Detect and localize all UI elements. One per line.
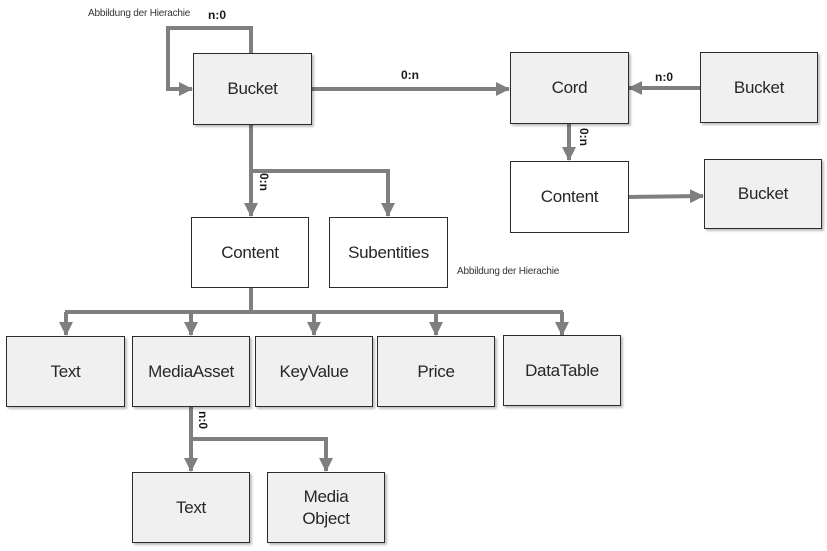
- node-text-child-label: Text: [176, 497, 206, 517]
- node-data-table[interactable]: DataTable: [503, 335, 621, 406]
- node-subentities[interactable]: Subentities: [329, 217, 448, 288]
- node-content-right[interactable]: Content: [510, 161, 629, 233]
- node-price[interactable]: Price: [377, 336, 495, 407]
- node-data-table-label: DataTable: [525, 360, 599, 380]
- node-media-object[interactable]: Media Object: [267, 472, 385, 543]
- edge-label-bucket-cord: 0:n: [401, 68, 419, 82]
- node-text-child[interactable]: Text: [132, 472, 250, 543]
- node-price-label: Price: [417, 361, 455, 381]
- edge-label-bucket-content: 0:n: [257, 173, 271, 191]
- edge-mediaasset-to-mediaobject: [191, 437, 333, 472]
- node-media-object-label-line2: Object: [302, 508, 350, 528]
- node-content-main[interactable]: Content: [191, 217, 309, 288]
- node-key-value[interactable]: KeyValue: [255, 336, 373, 407]
- node-media-object-label-line1: Media: [303, 486, 349, 506]
- edge-label-bucket-right-cord: n:0: [655, 70, 673, 84]
- node-bucket-right-label: Bucket: [733, 77, 785, 97]
- node-media-asset[interactable]: MediaAsset: [132, 336, 250, 407]
- edge-label-self-loop: n:0: [208, 8, 226, 22]
- node-cord[interactable]: Cord: [510, 52, 629, 124]
- node-text[interactable]: Text: [6, 336, 125, 407]
- node-content-right-label: Content: [540, 187, 599, 206]
- node-key-value-label: KeyValue: [279, 361, 349, 381]
- node-bucket-main[interactable]: Bucket: [193, 53, 312, 125]
- node-content-main-label: Content: [221, 242, 279, 262]
- hierarchy-note-top: Abbildung der Hierachie: [88, 8, 191, 19]
- edge-label-cord-content: 0:n: [577, 128, 591, 146]
- node-cord-label: Cord: [551, 78, 588, 97]
- node-bucket-main-label: Bucket: [227, 79, 278, 98]
- edge-label-mediaasset-text: n:0: [196, 411, 210, 429]
- edge-content-to-bucket: [628, 189, 704, 204]
- node-subentities-label: Subentities: [348, 242, 429, 262]
- node-text-label: Text: [50, 361, 81, 381]
- edge-bucket-self-loop: [166, 26, 253, 96]
- hierarchy-note-middle: Abbildung der Hierachie: [457, 266, 560, 277]
- node-bucket-lower-right[interactable]: Bucket: [704, 159, 822, 229]
- edge-bucket-to-subentities: [251, 169, 395, 217]
- node-bucket-lower-right-label: Bucket: [737, 184, 789, 203]
- node-media-asset-label: MediaAsset: [148, 361, 234, 381]
- node-bucket-right[interactable]: Bucket: [700, 52, 818, 123]
